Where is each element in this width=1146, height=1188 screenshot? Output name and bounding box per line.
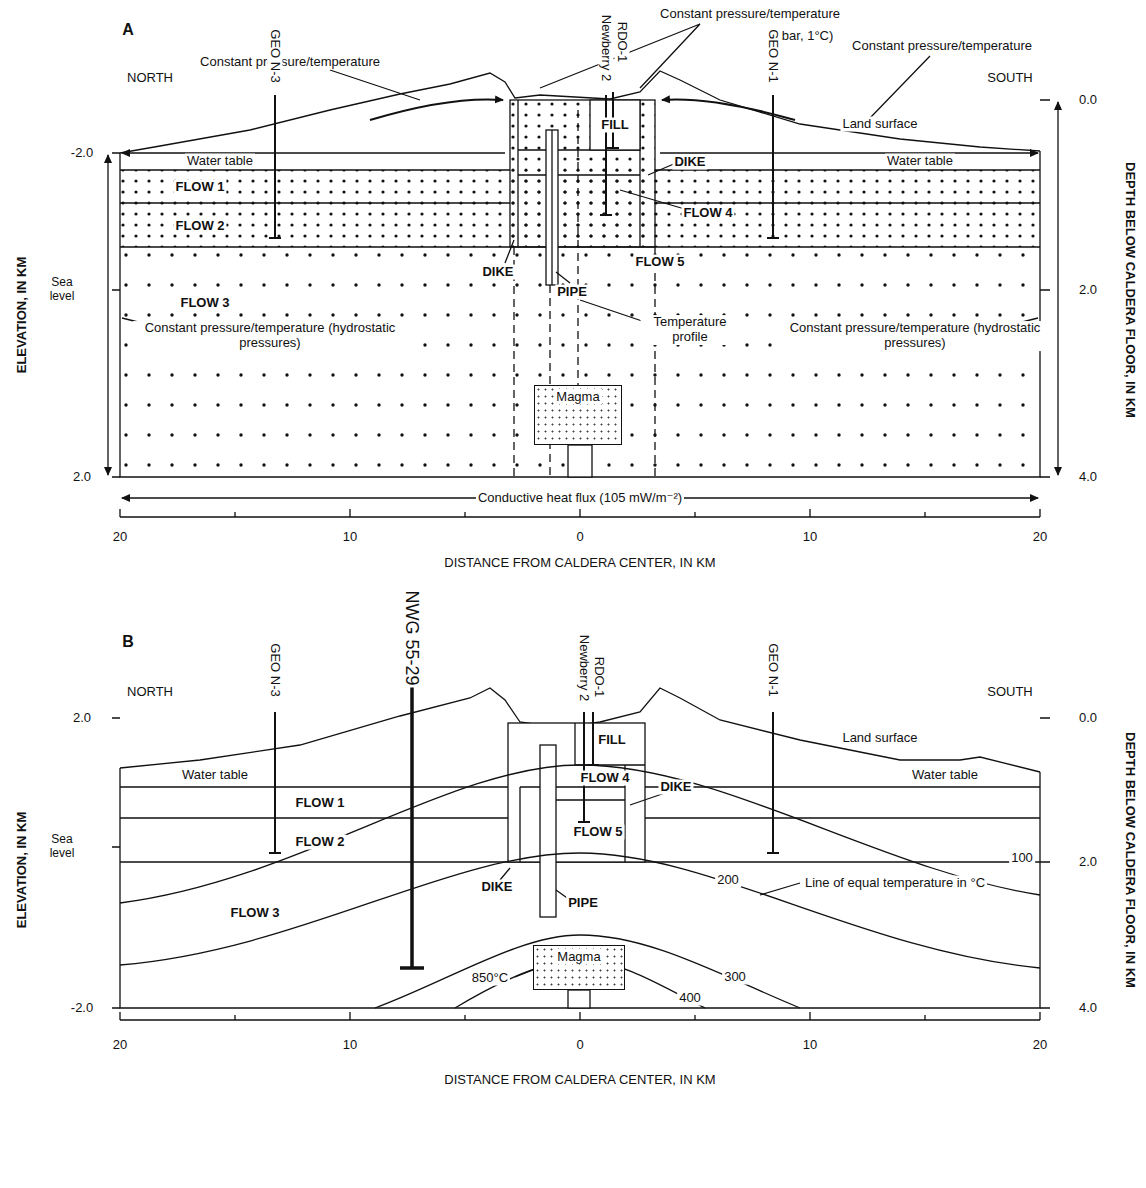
label: Water table [910,768,980,783]
label: SOUTH [985,71,1035,86]
magma-chamber: Magma [533,945,625,990]
label: Conductive heat flux (105 mW/m⁻²) [476,491,684,506]
label: 10 [341,530,359,545]
label: ELEVATION, IN KM [15,255,30,376]
label: PIPE [555,285,589,300]
label: 20 [1031,530,1049,545]
label: NORTH [125,71,175,86]
label: 4.0 [1077,470,1099,485]
label: 0 [574,1038,585,1053]
magma-chamber: Magma [534,385,622,445]
label: Newberry 2 [599,13,614,83]
label: FILL [599,118,630,133]
label: DEPTH BELOW CALDERA FLOOR, IN KM [1123,160,1138,420]
label: 4.0 [1077,1001,1099,1016]
label: FILL [596,733,627,748]
label: Water table [185,154,255,169]
label: Constant pressure/temperature [198,55,382,70]
label: FLOW 1 [293,796,346,811]
label: FLOW 4 [681,206,734,221]
label: 400 [677,991,703,1006]
label: DEPTH BELOW CALDERA FLOOR, IN KM [1123,730,1138,990]
label: FLOW 3 [178,296,231,311]
label: A [120,21,136,39]
label: Constant pressure/temperature [658,7,842,22]
label: DIKE [658,780,693,795]
label: Constant pressure/temperature [850,39,1034,54]
label: 0 [574,530,585,545]
label: NWG 55-29 [402,588,423,687]
label: Sea level [40,276,84,304]
label: GEO N-3 [268,641,283,698]
label: -2.0 [69,146,95,161]
label: GEO N-3 [268,27,283,84]
label: ELEVATION, IN KM [15,810,30,931]
label: 10 [801,530,819,545]
node-text: Magma [555,949,602,964]
label: DIKE [480,265,515,280]
label: 2.0 [1077,855,1099,870]
label: Line of equal temperature in °C [803,876,987,891]
label: FLOW 5 [571,825,624,840]
label: DIKE [479,880,514,895]
label: SOUTH [985,685,1035,700]
label: RDO-1 [615,20,630,64]
node-text: Magma [554,389,601,404]
label: 20 [111,1038,129,1053]
label: NORTH [125,685,175,700]
label: FLOW 2 [293,835,346,850]
label: Land surface [840,731,919,746]
label: 2.0 [71,711,93,726]
label: RDO-1 [592,655,607,699]
label: 20 [111,530,129,545]
label: 2.0 [71,470,93,485]
label: Newberry 2 [577,633,592,703]
label: 10 [341,1038,359,1053]
label: Sea level [40,833,84,861]
label: 0.0 [1077,711,1099,726]
label: B [120,633,136,651]
label: 2.0 [1077,283,1099,298]
label: Temperature profile [641,315,740,345]
label: Water table [885,154,955,169]
label: DIKE [672,155,707,170]
label: PIPE [566,896,600,911]
label: FLOW 4 [578,771,631,786]
label: 850°C [470,971,510,986]
label: Constant pressure/temperature (hydrostat… [778,321,1052,351]
label: DISTANCE FROM CALDERA CENTER, IN KM [442,556,717,571]
label: 10 [801,1038,819,1053]
label: GEO N-1 [766,27,781,84]
label: GEO N-1 [766,641,781,698]
label: 20 [1031,1038,1049,1053]
label: FLOW 5 [633,255,686,270]
label: FLOW 1 [173,180,226,195]
label: FLOW 3 [228,906,281,921]
label: FLOW 2 [173,219,226,234]
label: DISTANCE FROM CALDERA CENTER, IN KM [442,1073,717,1088]
label: Constant pressure/temperature (hydrostat… [133,321,407,351]
label: 100 [1009,851,1035,866]
label: 200 [715,873,741,888]
label: -2.0 [69,1001,95,1016]
label: Land surface [840,117,919,132]
label: 300 [722,970,748,985]
label: 0.0 [1077,93,1099,108]
label: Water table [180,768,250,783]
